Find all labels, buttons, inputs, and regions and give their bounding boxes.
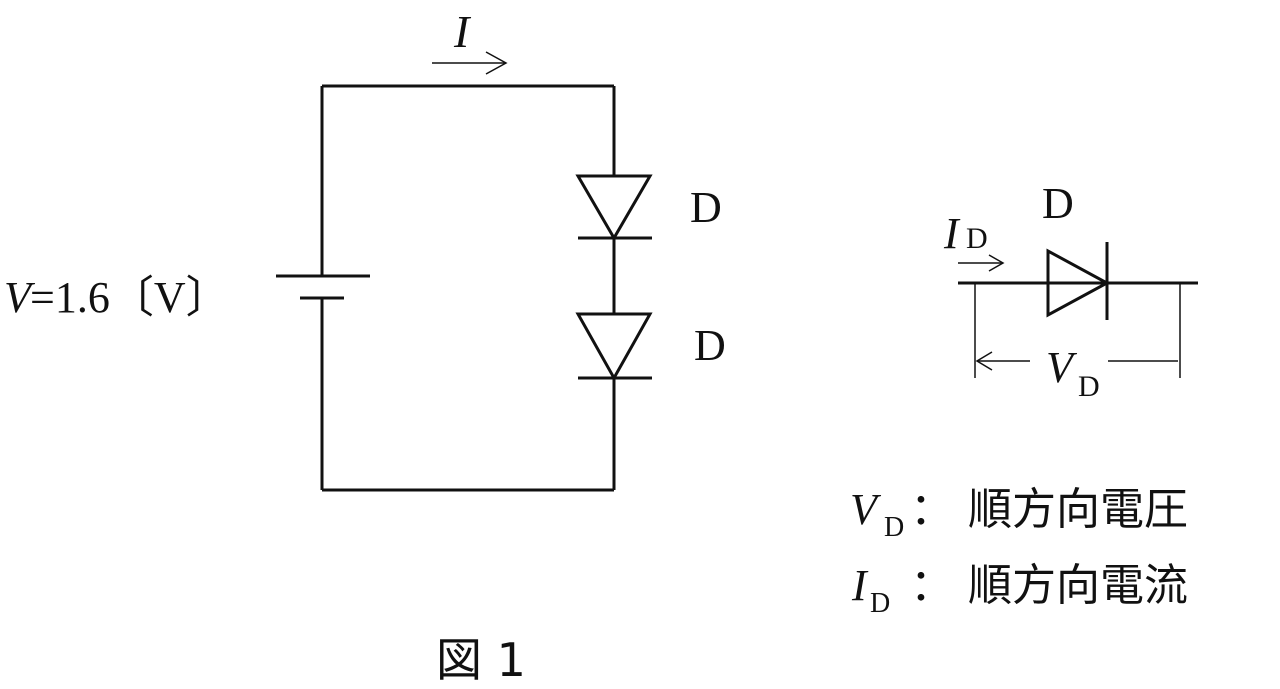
- battery-symbol: [276, 274, 370, 300]
- legend-vd-text: ： 順方向電圧: [910, 484, 1188, 535]
- diode-detail-label: D: [1042, 179, 1074, 228]
- legend-vd-symbol: V: [850, 485, 882, 534]
- current-label: I: [453, 6, 472, 57]
- figure-caption: 図 1: [436, 633, 526, 687]
- diode-bottom-symbol: [575, 312, 653, 382]
- current-arrow-icon: [432, 51, 508, 75]
- legend-id-symbol: I: [851, 561, 869, 610]
- voltage-value: =1.6〔V〕: [30, 273, 230, 322]
- detail-voltage-subscript: D: [1078, 370, 1100, 403]
- diode-detail-measure: [958, 254, 1181, 378]
- detail-voltage-symbol: V: [1046, 343, 1078, 392]
- circuit-wires: [320, 84, 616, 492]
- voltage-symbol: V: [4, 273, 36, 322]
- detail-current-subscript: D: [966, 222, 988, 255]
- legend-id-subscript: D: [870, 588, 890, 619]
- detail-current-symbol: I: [943, 209, 961, 258]
- legend-vd-subscript: D: [884, 512, 904, 543]
- legend-id-text: ： 順方向電流: [910, 560, 1188, 611]
- diode-detail-symbol: [958, 242, 1198, 320]
- diode-bottom-label: D: [694, 321, 726, 370]
- diode-top-label: D: [690, 183, 722, 232]
- diode-top-symbol: [575, 174, 653, 241]
